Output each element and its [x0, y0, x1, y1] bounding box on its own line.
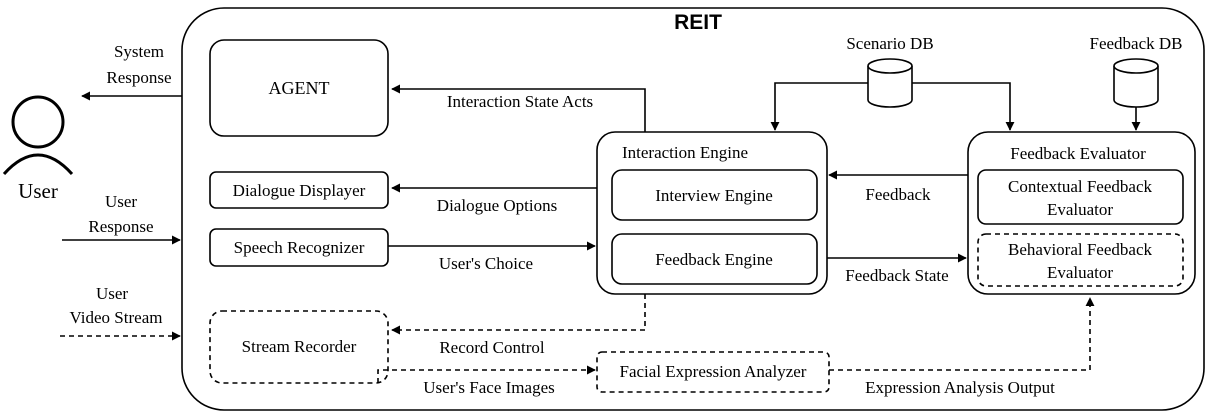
users-face-images-arrow	[377, 365, 596, 383]
scenario-db-to-feedback-evaluator-arrow	[912, 82, 1015, 131]
interaction-state-acts-label: Interaction State Acts	[447, 92, 593, 111]
dialogue-displayer-label: Dialogue Displayer	[233, 181, 366, 200]
interaction-engine-label: Interaction Engine	[622, 143, 748, 162]
interaction-state-acts-arrow	[391, 84, 646, 132]
feedback-engine-box	[611, 233, 818, 285]
feedback-label: Feedback	[865, 185, 931, 204]
feedback-state-label: Feedback State	[845, 266, 948, 285]
speech-recognizer-label: Speech Recognizer	[234, 238, 365, 257]
system-response-label-line2: Response	[106, 68, 171, 87]
system-title: REIT	[674, 11, 722, 34]
scenario-db-label: Scenario DB	[846, 34, 933, 53]
contextual-feedback-evaluator-label-line1: Contextual Feedback	[1008, 177, 1152, 196]
users-face-images-label: User's Face Images	[423, 378, 554, 397]
record-control-arrow	[391, 294, 646, 335]
user-response-label-line2: Response	[88, 217, 153, 236]
stream-recorder-box	[209, 310, 389, 384]
user-label: User	[18, 179, 58, 203]
user-response-label-line1: User	[105, 192, 137, 211]
user-icon	[2, 95, 74, 176]
interview-engine-label: Interview Engine	[655, 186, 773, 205]
expression-analysis-output-label: Expression Analysis Output	[865, 378, 1055, 397]
behavioral-feedback-evaluator-label-line1: Behavioral Feedback	[1008, 240, 1152, 259]
dialogue-displayer-box	[209, 171, 389, 209]
facial-expression-analyzer-box	[596, 351, 830, 393]
video-stream-label-line2: Video Stream	[70, 308, 163, 327]
behavioral-feedback-evaluator-box	[977, 233, 1184, 287]
system-response-label-line1: System	[114, 42, 164, 61]
expression-analysis-output-arrow	[829, 297, 1095, 371]
interview-engine-box	[611, 169, 818, 221]
scenario-db-icon	[867, 58, 913, 108]
dialogue-options-label: Dialogue Options	[437, 196, 557, 215]
contextual-feedback-evaluator-box	[977, 169, 1184, 225]
scenario-db-to-interaction-engine-arrow	[770, 82, 868, 131]
users-choice-label: User's Choice	[439, 254, 533, 273]
speech-recognizer-box	[209, 228, 389, 267]
contextual-feedback-evaluator-label-line2: Evaluator	[1047, 200, 1113, 219]
agent-box	[209, 39, 389, 137]
behavioral-feedback-evaluator-label-line2: Evaluator	[1047, 263, 1113, 282]
feedback-engine-label: Feedback Engine	[655, 250, 773, 269]
facial-expression-analyzer-label: Facial Expression Analyzer	[620, 362, 807, 381]
feedback-db-label: Feedback DB	[1089, 34, 1182, 53]
stream-recorder-label: Stream Recorder	[242, 337, 357, 356]
feedback-db-icon	[1113, 58, 1159, 108]
agent-label: AGENT	[269, 78, 330, 98]
feedback-evaluator-label: Feedback Evaluator	[1010, 144, 1146, 163]
video-stream-label-line1: User	[96, 284, 128, 303]
record-control-label: Record Control	[439, 338, 545, 357]
